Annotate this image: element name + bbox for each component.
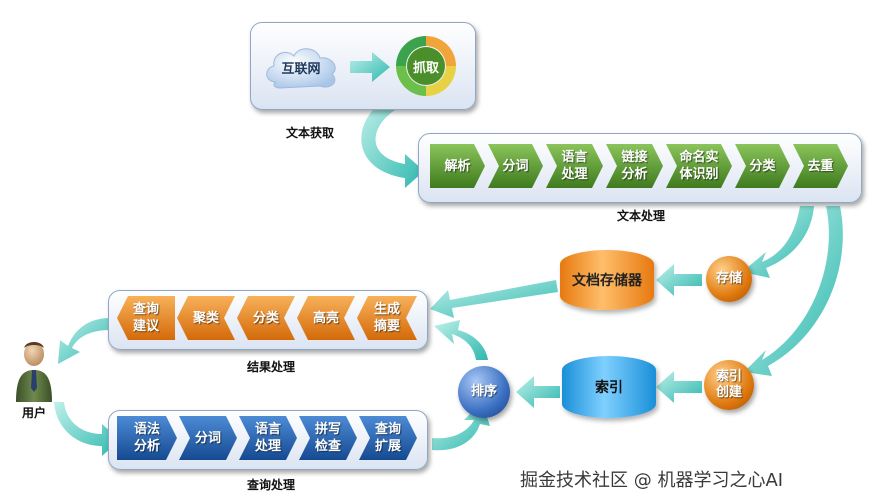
index-cylinder: 索引: [562, 356, 656, 418]
proc-step-parse: 解析: [430, 144, 485, 188]
result-step-clustering: 聚类: [177, 296, 235, 340]
text-processing-label: 文本处理: [616, 209, 665, 223]
crawl-cycle: 抓取: [392, 32, 460, 100]
proc-step-ner: 命名实 体识别: [666, 144, 732, 188]
arrow-docstore-to-results: [430, 280, 558, 318]
arrow-index-create-to-index: [656, 371, 702, 403]
doc-store-cylinder: 文档存储器: [560, 250, 654, 310]
result-step-query-suggestion: 查询 建议: [117, 296, 175, 340]
crawl-label: 抓取: [412, 61, 439, 76]
arrow-results-to-user: [58, 318, 110, 364]
arrow-internet-to-crawl: [350, 52, 390, 82]
query-processing-label: 查询处理: [246, 478, 295, 492]
query-step-syntax: 语法 分析: [117, 416, 177, 460]
result-processing-label: 结果处理: [246, 360, 295, 374]
text-acquisition-label: 文本获取: [285, 126, 334, 140]
arrow-index-to-rank: [516, 376, 560, 408]
internet-cloud: 互联网: [262, 42, 340, 92]
store-node: 存储: [706, 256, 752, 302]
arrow-processing-to-store: [742, 206, 814, 278]
query-step-spellcheck: 拼写 检查: [299, 416, 357, 460]
watermark-text: 掘金技术社区 @ 机器学习之心AI: [520, 470, 784, 491]
rank-node: 排序: [458, 366, 510, 418]
arrow-rank-to-results: [434, 320, 488, 360]
arrow-crawl-to-processing: [361, 100, 424, 188]
internet-label: 互联网: [281, 61, 321, 77]
arrow-store-to-docstore: [656, 264, 702, 296]
user-label: 用户: [21, 406, 46, 420]
index-create-node: 索引 创建: [704, 360, 754, 410]
user-icon: [14, 340, 54, 404]
arrow-processing-to-index-create: [744, 206, 843, 376]
query-step-language: 语言 处理: [239, 416, 297, 460]
